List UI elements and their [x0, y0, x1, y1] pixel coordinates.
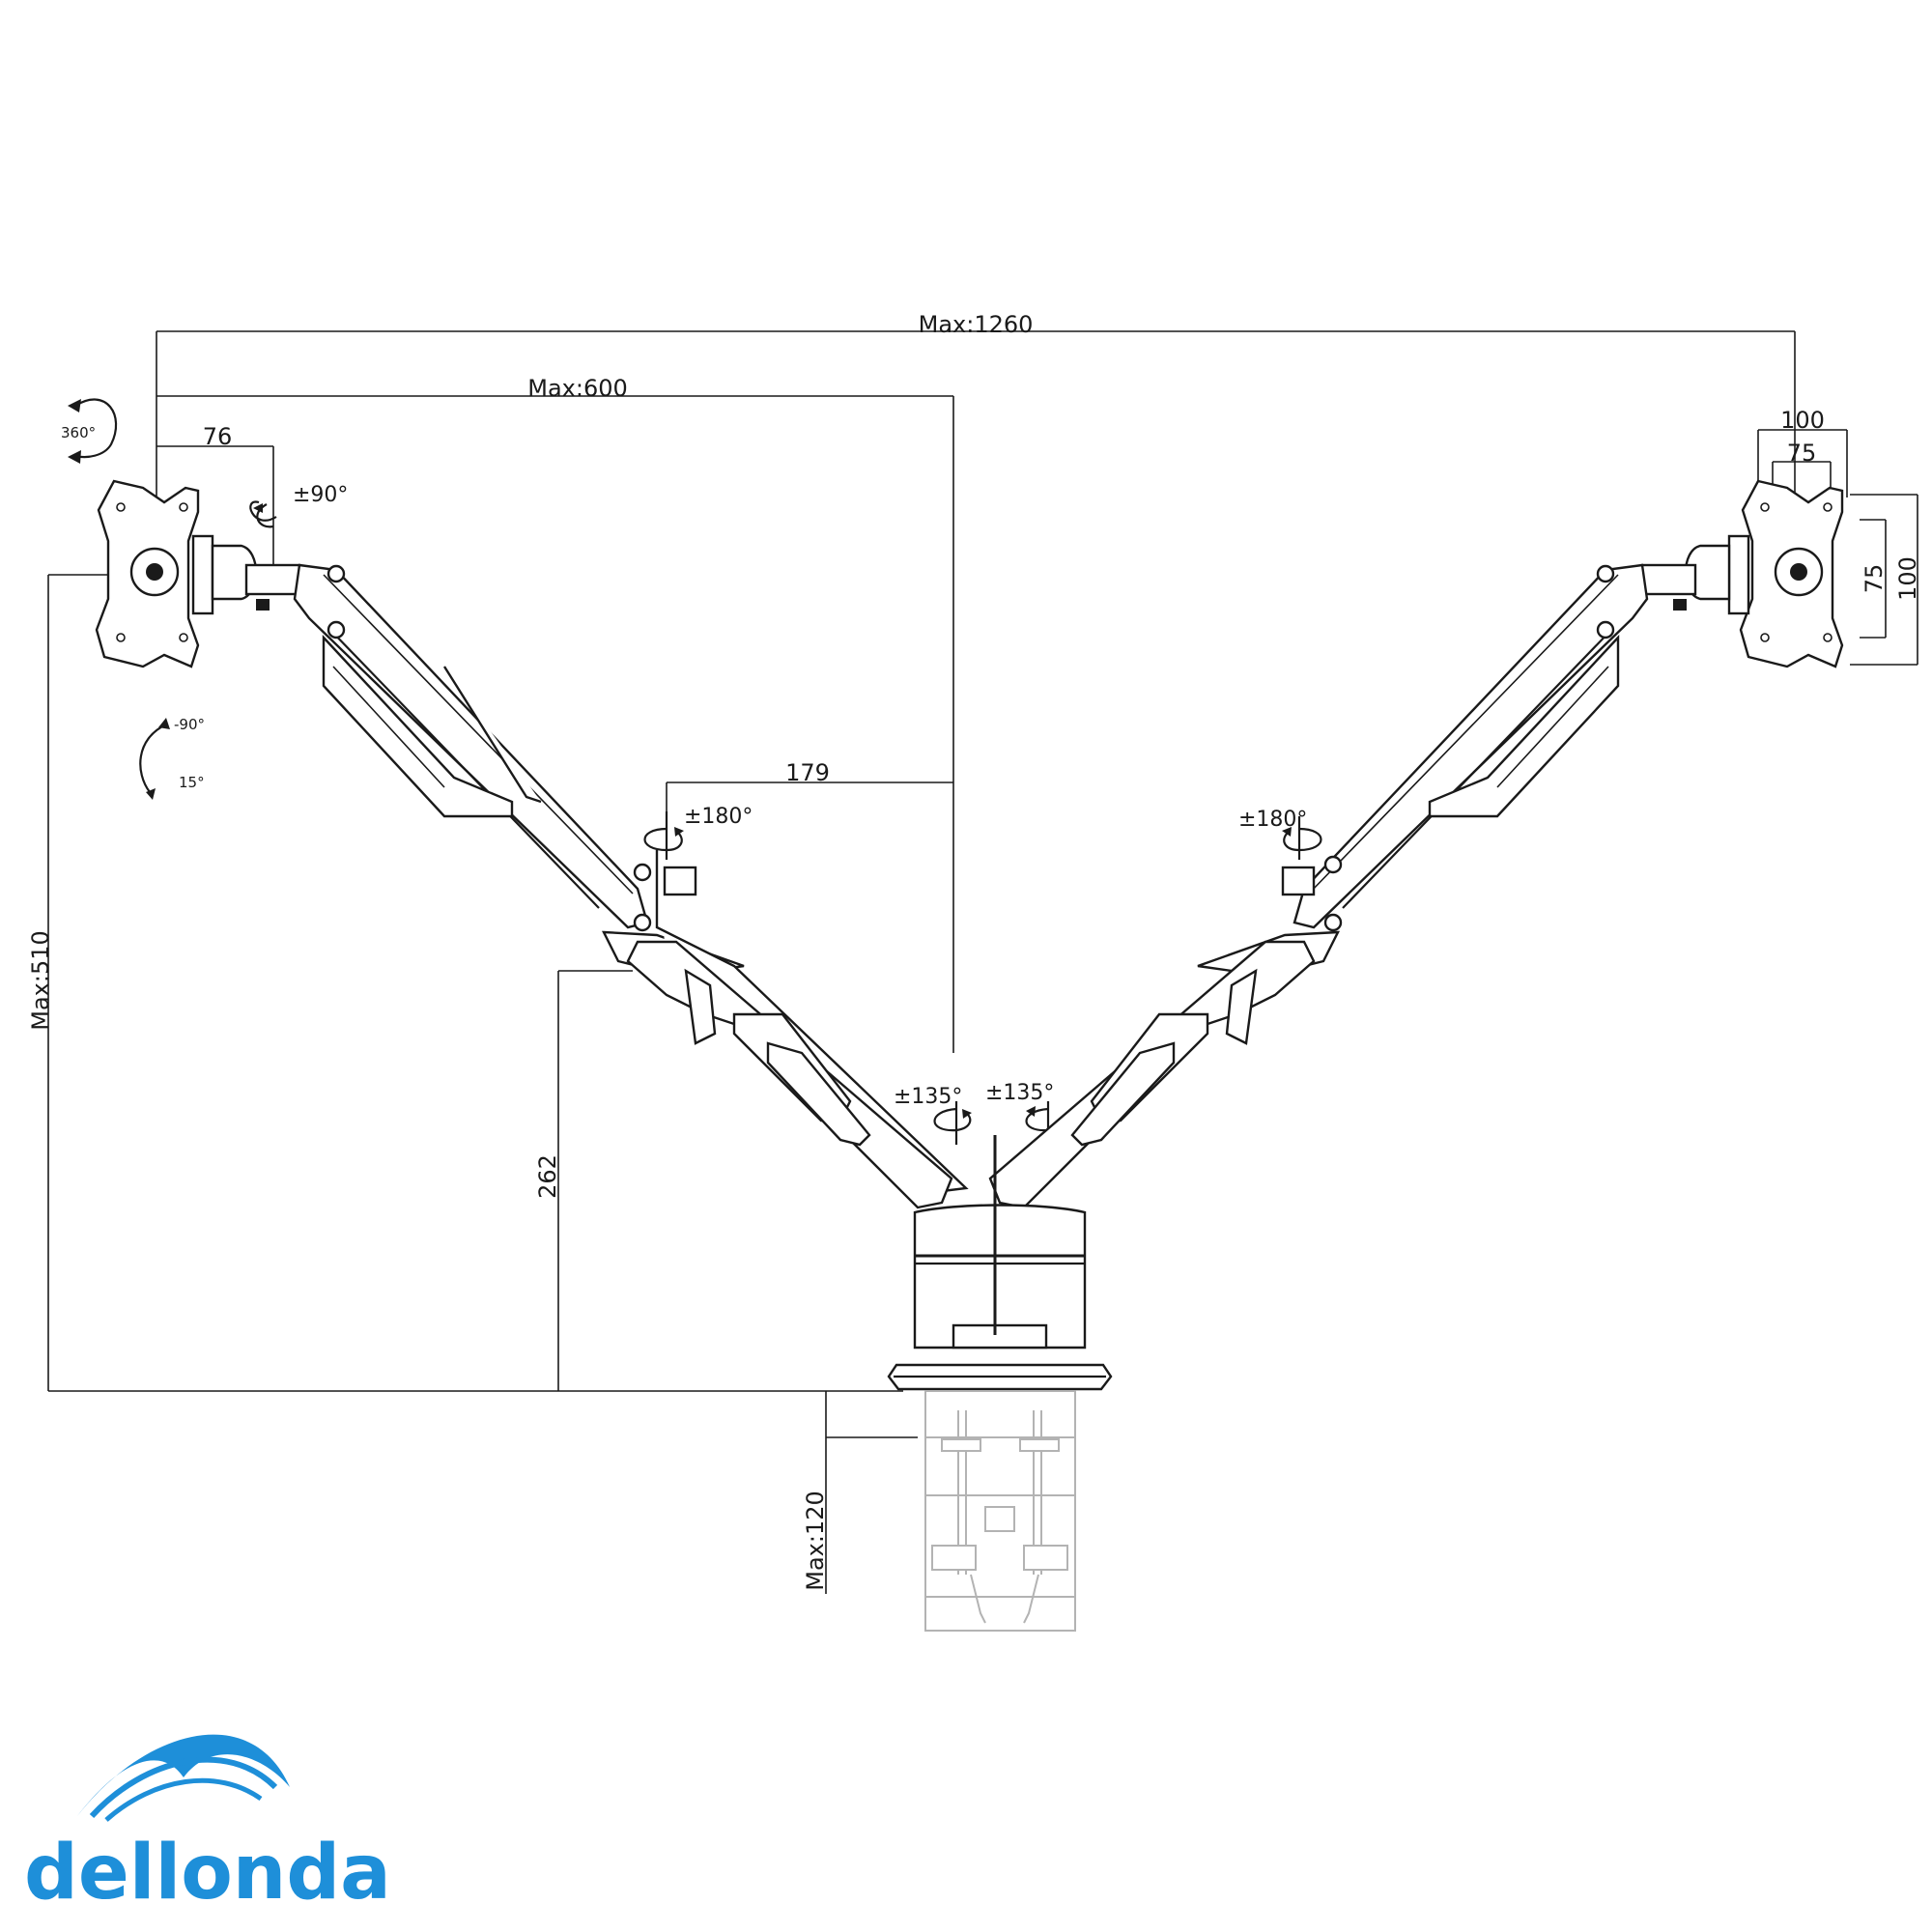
- left-arm: [293, 563, 969, 1209]
- dim-arm-reach: Max:600: [527, 375, 628, 402]
- dimension-lines: [47, 330, 1918, 1594]
- right-arm: [988, 563, 1649, 1209]
- right-vesa-plate: [1640, 479, 1844, 668]
- dim-pole-offset: 179: [785, 759, 830, 786]
- angle-tilt-minus: -90°: [174, 716, 205, 733]
- dim-vesa-outer-width: 100: [1780, 407, 1825, 434]
- angle-swivel-360: 360°: [61, 424, 96, 441]
- angle-base-left: ±135°: [894, 1085, 962, 1109]
- dim-vesa-outer-height: 100: [1894, 556, 1921, 601]
- center-base: [887, 1135, 1113, 1391]
- dellonda-logo: dellonda: [24, 1734, 391, 1917]
- brand-logo-text: dellonda: [24, 1830, 391, 1917]
- angle-tilt-plus: 15°: [179, 774, 205, 791]
- desk-clamp: [924, 1390, 1076, 1632]
- dim-head-offset: 76: [203, 423, 233, 450]
- rotation-arrows: [68, 398, 1322, 1179]
- dim-clamp-thickness: Max:120: [802, 1491, 829, 1591]
- dim-vesa-inner-height: 75: [1861, 564, 1888, 594]
- angle-base-right: ±135°: [985, 1081, 1054, 1105]
- angle-elbow-left: ±180°: [684, 805, 753, 829]
- angle-rotate-90: ±90°: [293, 483, 348, 507]
- dim-vesa-inner-width: 75: [1787, 440, 1817, 467]
- dim-joint-height: 262: [534, 1154, 561, 1199]
- dim-overall-height: Max:510: [27, 930, 54, 1031]
- angle-elbow-right: ±180°: [1238, 808, 1307, 832]
- dim-overall-width: Max:1260: [919, 311, 1034, 338]
- left-vesa-plate: [95, 479, 301, 668]
